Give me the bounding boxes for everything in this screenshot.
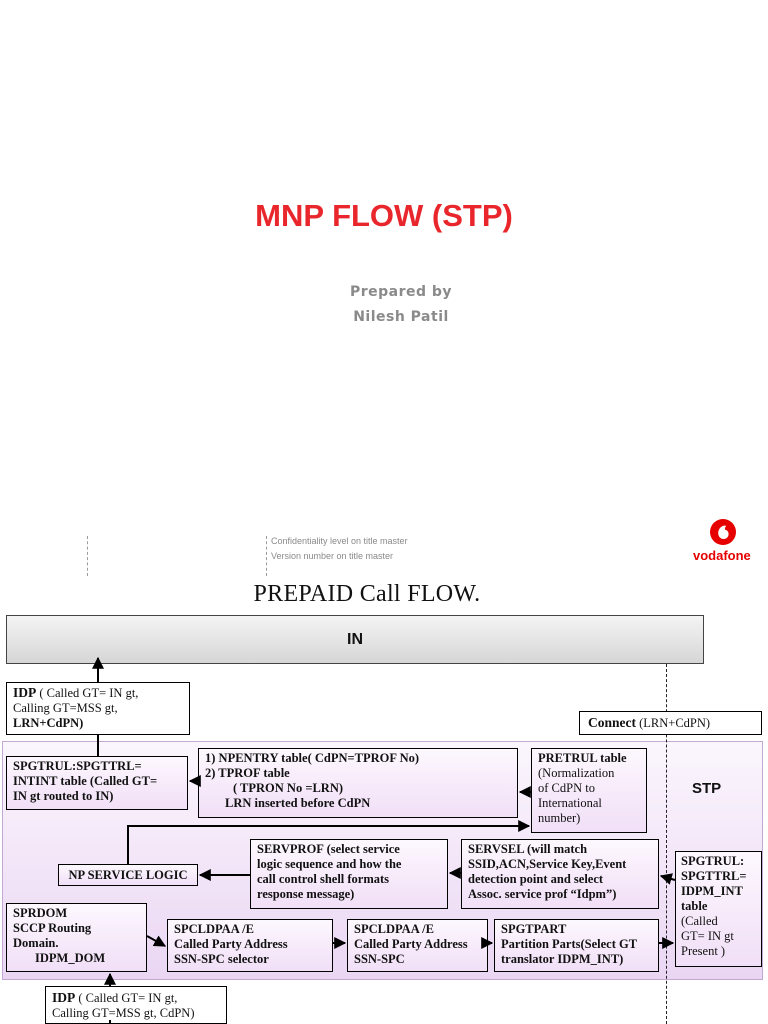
pretrul-head: PRETRUL table — [538, 751, 627, 765]
arrow-np-logic-to-pretrul — [127, 820, 531, 864]
arrow-spgtrul-idpm-to-servsel — [659, 873, 676, 885]
sprdom-line1: SPRDOM — [13, 906, 68, 920]
spgtpart-line3: translator IDPM_INT) — [501, 952, 624, 966]
npentry-line4: LRN inserted before CdPN — [225, 796, 371, 810]
spgtrul-idpm-line5: (Called — [681, 914, 718, 928]
idp-top-line1: ( Called GT= IN gt, — [36, 686, 139, 700]
npentry-line3: ( TPRON No =LRN) — [233, 781, 344, 795]
idp-bottom-line1: ( Called GT= IN gt, — [75, 991, 178, 1005]
spgtrul-idpm-line6: GT= IN gt — [681, 929, 734, 943]
idp-top-box: IDP ( Called GT= IN gt, Calling GT=MSS g… — [6, 682, 190, 735]
spgtrul-idpm-line3: IDPM_INT — [681, 884, 743, 898]
prepared-by-label: Prepared by — [349, 284, 453, 300]
spcldpaa1-line3: SSN-SPC selector — [174, 952, 269, 966]
sprdom-box: SPRDOM SCCP Routing Domain. IDPM_DOM — [6, 903, 147, 972]
servsel-line4: Assoc. service prof “Idpm”) — [468, 887, 617, 901]
idp-top-line3: LRN+CdPN) — [13, 716, 84, 730]
spcldpaa-selector-box: SPCLDPAA /E Called Party Address SSN-SPC… — [167, 919, 333, 972]
arrow-sprdom-to-spcldpaa1 — [146, 935, 167, 947]
pretrul-line4: number) — [538, 811, 581, 825]
connect-head: Connect — [588, 715, 636, 730]
sprdom-line4: IDPM_DOM — [35, 951, 106, 965]
spcldpaa2-line2: Called Party Address — [354, 937, 468, 951]
servsel-line1: SERVSEL (will match — [468, 842, 588, 856]
author-name: Nilesh Patil — [353, 309, 449, 325]
spgtrul-idpm-line2: SPGTTRL= — [681, 869, 747, 883]
in-stp-divider — [666, 664, 667, 1024]
idp-bottom-line2: Calling GT=MSS gt, CdPN) — [52, 1006, 195, 1020]
in-box: IN — [6, 615, 704, 664]
pretrul-line2: of CdPN to — [538, 781, 595, 795]
pretrul-line3: International — [538, 796, 602, 810]
footer-divider-left — [87, 536, 88, 576]
servprof-line1: SERVPROF (select service — [257, 842, 400, 856]
spcldpaa-ssn-spc-box: SPCLDPAA /E Called Party Address SSN-SPC — [347, 919, 488, 972]
servsel-line2: SSID,ACN,Service Key,Event — [468, 857, 627, 871]
sprdom-line2: SCCP Routing — [13, 921, 92, 935]
npentry-line1: 1) NPENTRY table( CdPN=TPROF No) — [205, 751, 420, 765]
spcldpaa2-line1: SPCLDPAA /E — [354, 922, 434, 936]
servprof-box: SERVPROF (select service logic sequence … — [250, 839, 448, 909]
idp-bottom-box: IDP ( Called GT= IN gt, Calling GT=MSS g… — [45, 986, 227, 1024]
spgtrul-intint-box: SPGTRUL:SPGTTRL= INTINT table (Called GT… — [6, 756, 188, 810]
servsel-box: SERVSEL (will match SSID,ACN,Service Key… — [461, 839, 659, 909]
idp-bottom-head: IDP — [52, 990, 76, 1005]
vodafone-logo-icon — [709, 518, 737, 546]
spgtrul-intint-line2: INTINT table (Called GT= — [13, 774, 158, 788]
servsel-line3: detection point and select — [468, 872, 604, 886]
servprof-line2: logic sequence and how the — [257, 857, 402, 871]
version-text: Version number on title master — [271, 551, 394, 561]
npentry-line2: 2) TPROF table — [205, 766, 290, 780]
np-service-logic-box: NP SERVICE LOGIC — [58, 864, 198, 886]
servprof-line4: response message) — [257, 887, 355, 901]
spgtpart-line1: SPGTPART — [501, 922, 567, 936]
idp-top-line2: Calling GT=MSS gt, — [13, 701, 118, 715]
spgtrul-intint-line3: IN gt routed to IN) — [13, 789, 114, 803]
connect-rest: (LRN+CdPN) — [636, 716, 711, 730]
confidentiality-text: Confidentiality level on title master — [271, 536, 408, 546]
npentry-box: 1) NPENTRY table( CdPN=TPROF No) 2) TPRO… — [198, 748, 518, 818]
cover-title: MNP FLOW (STP) — [255, 198, 513, 233]
diagram-title: PREPAID Call FLOW. — [253, 581, 481, 607]
vodafone-logo-text: vodafone — [693, 548, 751, 563]
idp-top-head: IDP — [13, 685, 37, 700]
stp-label: STP — [692, 780, 722, 797]
spgtrul-idpm-line7: Present ) — [681, 944, 726, 958]
spgtrul-intint-line1: SPGTRUL:SPGTTRL= — [13, 759, 142, 773]
spcldpaa1-line2: Called Party Address — [174, 937, 288, 951]
spgtpart-line2: Partition Parts(Select GT — [501, 937, 638, 951]
servprof-line3: call control shell formats — [257, 872, 390, 886]
pretrul-box: PRETRUL table (Normalization of CdPN to … — [531, 748, 647, 833]
spcldpaa2-line3: SSN-SPC — [354, 952, 405, 966]
spgtrul-idpm-line1: SPGTRUL: — [681, 854, 745, 868]
pretrul-line1: (Normalization — [538, 766, 615, 780]
spgtrul-idpm-box: SPGTRUL: SPGTTRL= IDPM_INT table (Called… — [675, 851, 762, 967]
sprdom-line3: Domain. — [13, 936, 59, 950]
connect-box: Connect (LRN+CdPN) — [579, 711, 762, 735]
footer-divider-right — [266, 536, 267, 576]
spcldpaa1-line1: SPCLDPAA /E — [174, 922, 254, 936]
spgtrul-idpm-line4: table — [681, 899, 708, 913]
spgtpart-box: SPGTPART Partition Parts(Select GT trans… — [494, 919, 659, 972]
